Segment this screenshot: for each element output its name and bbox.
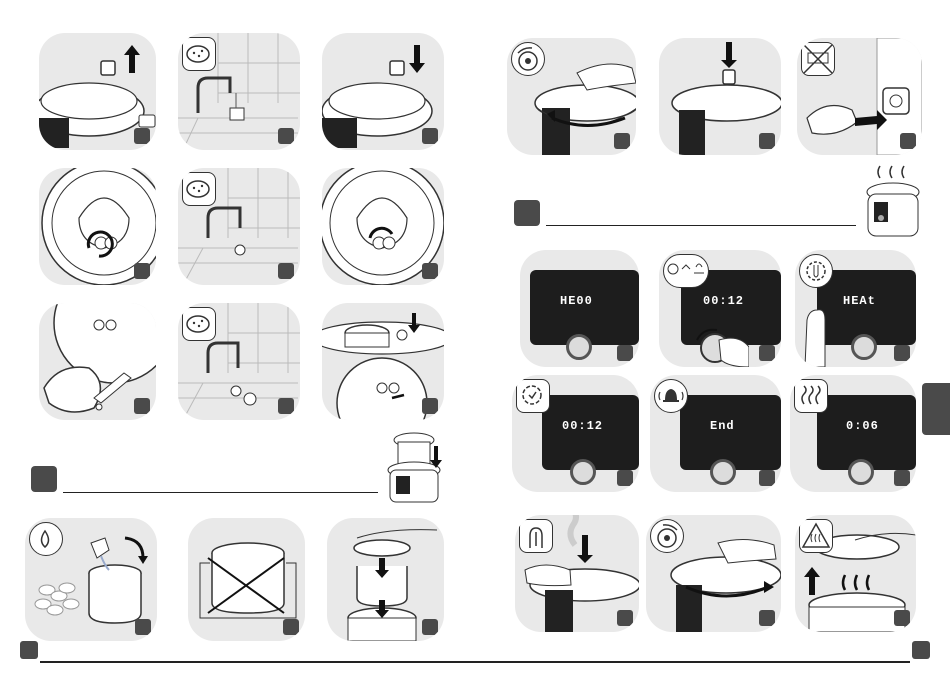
step-panel-display-2: 00:12 bbox=[659, 250, 781, 367]
control-dial bbox=[848, 459, 874, 485]
step-panel-close-lid bbox=[507, 38, 636, 155]
step-number-badge bbox=[900, 133, 916, 149]
display-readout: 00:12 bbox=[703, 294, 744, 308]
step-number-badge bbox=[283, 619, 299, 635]
step-number-badge bbox=[422, 128, 438, 144]
step-number-badge bbox=[135, 619, 151, 635]
step-number-badge bbox=[894, 610, 910, 626]
step-panel-hot-lid bbox=[795, 515, 916, 632]
step-panel-fill-water bbox=[25, 518, 157, 641]
step-number-badge bbox=[614, 133, 630, 149]
bell-alarm-icon bbox=[654, 379, 688, 413]
step-panel-release-steam bbox=[515, 515, 639, 632]
cooking-cycle-icon bbox=[516, 379, 550, 413]
sponge-icon bbox=[182, 37, 216, 71]
control-dial bbox=[570, 459, 596, 485]
step-panel-no-basket bbox=[188, 518, 305, 641]
step-panel-display-4: 00:12 bbox=[512, 375, 639, 492]
finger-pressing-illustration bbox=[795, 300, 840, 367]
step-panel-plug-in bbox=[797, 38, 922, 155]
step-number-badge bbox=[134, 128, 150, 144]
water-drop-icon bbox=[29, 522, 63, 556]
step-number-badge bbox=[617, 610, 633, 626]
sponge-icon bbox=[182, 307, 216, 341]
step-number-badge bbox=[134, 398, 150, 414]
page-number-marker bbox=[20, 641, 38, 659]
step-panel-unscrew-inner bbox=[39, 168, 156, 285]
display-readout: HEAt bbox=[843, 294, 876, 308]
step-number-badge bbox=[617, 470, 633, 486]
section-marker bbox=[31, 466, 57, 492]
step-panel-screw-inner bbox=[322, 168, 444, 285]
step-panel-display-3: HEAt bbox=[795, 250, 916, 367]
step-number-badge bbox=[278, 398, 294, 414]
chapter-side-tab bbox=[922, 383, 950, 435]
step-panel-lower-basket bbox=[327, 518, 444, 641]
hand-turning-dial-illustration bbox=[689, 322, 749, 367]
step-number-badge bbox=[759, 345, 775, 361]
keep-warm-icon bbox=[794, 379, 828, 413]
display-readout: HE00 bbox=[560, 294, 593, 308]
control-dial bbox=[566, 334, 592, 360]
step-number-badge bbox=[134, 263, 150, 279]
steam-release-icon bbox=[519, 519, 553, 553]
section-divider bbox=[546, 225, 856, 226]
cooker-with-basket-illustration bbox=[382, 430, 446, 510]
step-number-badge bbox=[422, 619, 438, 635]
step-panel-rinse-part bbox=[178, 168, 300, 285]
step-panel-display-5: End bbox=[650, 375, 781, 492]
step-panel-refit-valve bbox=[322, 33, 444, 150]
step-number-badge bbox=[759, 610, 775, 626]
control-dial bbox=[710, 459, 736, 485]
step-number-badge bbox=[894, 470, 910, 486]
no-cleaning-icon bbox=[801, 42, 835, 76]
page-number-marker bbox=[912, 641, 930, 659]
step-panel-lift-valve bbox=[39, 33, 156, 150]
step-number-badge bbox=[278, 263, 294, 279]
step-panel-rinse-valve bbox=[178, 33, 300, 150]
step-number-badge bbox=[422, 398, 438, 414]
lid-lock-icon bbox=[511, 42, 545, 76]
step-panel-set-valve bbox=[659, 38, 781, 155]
hot-surface-warning-icon bbox=[799, 519, 833, 553]
lid-unlock-icon bbox=[650, 519, 684, 553]
steaming-cooker-illustration bbox=[862, 164, 924, 248]
step-number-badge bbox=[759, 470, 775, 486]
pressure-programs-icon bbox=[663, 254, 709, 288]
step-number-badge bbox=[894, 345, 910, 361]
step-panel-refit-ball bbox=[322, 303, 444, 420]
step-number-badge bbox=[759, 133, 775, 149]
page-bottom-rule bbox=[40, 661, 910, 663]
step-number-badge bbox=[278, 128, 294, 144]
display-readout: 00:12 bbox=[562, 419, 603, 433]
section-divider bbox=[63, 492, 378, 493]
display-readout: 0:06 bbox=[846, 419, 879, 433]
sponge-icon bbox=[182, 172, 216, 206]
step-panel-rinse-ball bbox=[178, 303, 300, 420]
step-number-badge bbox=[422, 263, 438, 279]
control-dial bbox=[851, 334, 877, 360]
step-number-badge bbox=[617, 345, 633, 361]
step-panel-display-6: 0:06 bbox=[790, 375, 916, 492]
section-marker bbox=[514, 200, 540, 226]
display-readout: End bbox=[710, 419, 735, 433]
step-panel-open-lid bbox=[646, 515, 781, 632]
step-panel-display-1: HE00 bbox=[520, 250, 639, 367]
preheat-icon bbox=[799, 254, 833, 288]
step-panel-remove-ball bbox=[39, 303, 156, 420]
